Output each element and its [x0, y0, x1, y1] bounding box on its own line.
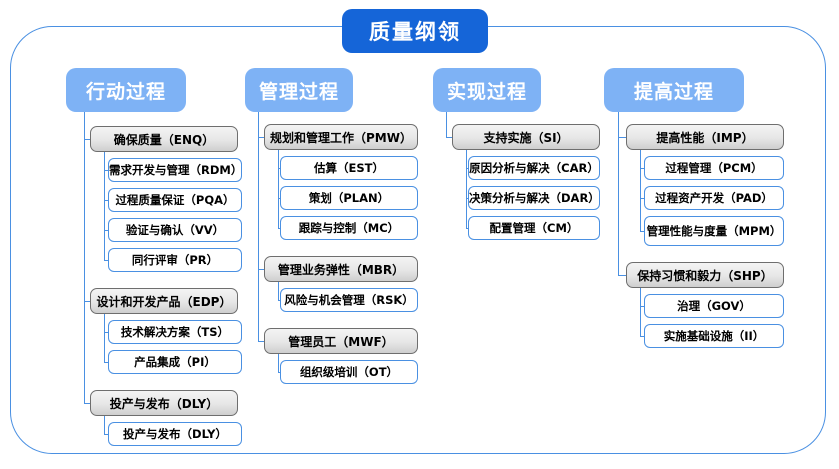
leaf-connector-4-2-2 — [640, 336, 644, 338]
leaf-connector-4-2-1 — [640, 306, 644, 308]
group-spine-1-1 — [104, 152, 106, 260]
group-connector-2-2 — [258, 269, 264, 271]
root-title: 质量纲领 — [342, 9, 488, 53]
group-connector-1-2 — [84, 301, 90, 303]
group-spine-4-2 — [640, 288, 642, 336]
group-connector-1-1 — [84, 139, 90, 141]
leaf-box-1-1-2[interactable]: 过程质量保证（PQA） — [108, 188, 242, 212]
leaf-box-2-1-2[interactable]: 策划（PLAN） — [280, 186, 418, 210]
leaf-box-2-3-1[interactable]: 组织级培训（OT） — [280, 360, 418, 384]
column-header-2[interactable]: 管理过程 — [245, 68, 353, 112]
group-box-1-2[interactable]: 设计和开发产品（EDP） — [90, 288, 238, 314]
leaf-box-2-1-3[interactable]: 跟踪与控制（MC） — [280, 216, 418, 240]
leaf-connector-4-1-2 — [640, 198, 644, 200]
group-connector-1-3 — [84, 403, 90, 405]
leaf-box-1-1-3[interactable]: 验证与确认（VV） — [108, 218, 242, 242]
column-spine-1 — [84, 112, 86, 403]
column-spine-2 — [258, 112, 260, 341]
column-spine-4 — [618, 112, 620, 275]
group-spine-2-2 — [278, 282, 280, 300]
leaf-box-1-1-1[interactable]: 需求开发与管理（RDM） — [108, 158, 242, 182]
group-spine-2-1 — [278, 150, 280, 228]
leaf-connector-1-3-1 — [104, 434, 108, 436]
leaf-box-4-2-1[interactable]: 治理（GOV） — [644, 294, 784, 318]
group-connector-3-1 — [446, 137, 452, 139]
leaf-box-1-1-4[interactable]: 同行评审（PR） — [108, 248, 242, 272]
leaf-connector-1-1-2 — [104, 200, 108, 202]
node-label-line: 管理性能与度量 — [646, 223, 728, 238]
leaf-box-3-1-2[interactable]: 决策分析与解决（DAR） — [468, 186, 600, 210]
group-spine-1-2 — [104, 314, 106, 362]
group-box-3-1[interactable]: 支持实施（SI） — [452, 124, 600, 150]
group-box-1-1[interactable]: 确保质量（ENQ） — [90, 126, 238, 152]
group-box-2-1[interactable]: 规划和管理工作（PMW） — [264, 124, 418, 150]
node-label-line: （MPM） — [727, 223, 782, 238]
leaf-connector-1-1-1 — [104, 170, 108, 172]
leaf-connector-1-1-3 — [104, 230, 108, 232]
group-box-1-3[interactable]: 投产与发布（DLY） — [90, 390, 238, 416]
leaf-box-4-1-1[interactable]: 过程管理（PCM） — [644, 156, 784, 180]
leaf-connector-1-1-4 — [104, 260, 108, 262]
group-spine-4-1 — [640, 150, 642, 231]
column-spine-3 — [446, 112, 448, 137]
leaf-connector-4-1-3 — [640, 231, 644, 233]
group-spine-1-3 — [104, 416, 106, 434]
leaf-box-1-3-1[interactable]: 投产与发布（DLY） — [108, 422, 242, 446]
group-spine-2-3 — [278, 354, 280, 372]
leaf-box-4-1-2[interactable]: 过程资产开发（PAD） — [644, 186, 784, 210]
leaf-connector-2-1-3 — [278, 228, 280, 230]
group-spine-3-1 — [466, 150, 468, 228]
group-connector-4-2 — [618, 275, 626, 277]
column-header-4[interactable]: 提高过程 — [604, 68, 744, 112]
group-connector-2-3 — [258, 341, 264, 343]
leaf-box-3-1-3[interactable]: 配置管理（CM） — [468, 216, 600, 240]
group-box-2-2[interactable]: 管理业务弹性（MBR） — [264, 256, 418, 282]
group-box-4-2[interactable]: 保持习惯和毅力（SHP） — [626, 262, 784, 288]
leaf-box-1-2-2[interactable]: 产品集成（PI） — [108, 350, 242, 374]
leaf-box-4-2-2[interactable]: 实施基础设施（II） — [644, 324, 784, 348]
column-header-3[interactable]: 实现过程 — [433, 68, 541, 112]
leaf-connector-3-1-3 — [466, 228, 468, 230]
group-box-2-3[interactable]: 管理员工（MWF） — [264, 328, 418, 354]
group-box-4-1[interactable]: 提高性能（IMP） — [626, 124, 784, 150]
leaf-box-2-1-1[interactable]: 估算（EST） — [280, 156, 418, 180]
group-connector-2-1 — [258, 137, 264, 139]
leaf-connector-4-1-1 — [640, 168, 644, 170]
column-header-1[interactable]: 行动过程 — [66, 68, 186, 112]
leaf-box-3-1-1[interactable]: 原因分析与解决（CAR） — [468, 156, 600, 180]
leaf-connector-2-2-1 — [278, 300, 280, 302]
leaf-connector-1-2-2 — [104, 362, 108, 364]
group-connector-4-1 — [618, 137, 626, 139]
leaf-box-1-2-1[interactable]: 技术解决方案（TS） — [108, 320, 242, 344]
leaf-box-2-2-1[interactable]: 风险与机会管理（RSK） — [280, 288, 418, 312]
leaf-box-4-1-3[interactable]: 管理性能与度量（MPM） — [644, 216, 784, 246]
leaf-connector-2-3-1 — [278, 372, 280, 374]
leaf-connector-1-2-1 — [104, 332, 108, 334]
